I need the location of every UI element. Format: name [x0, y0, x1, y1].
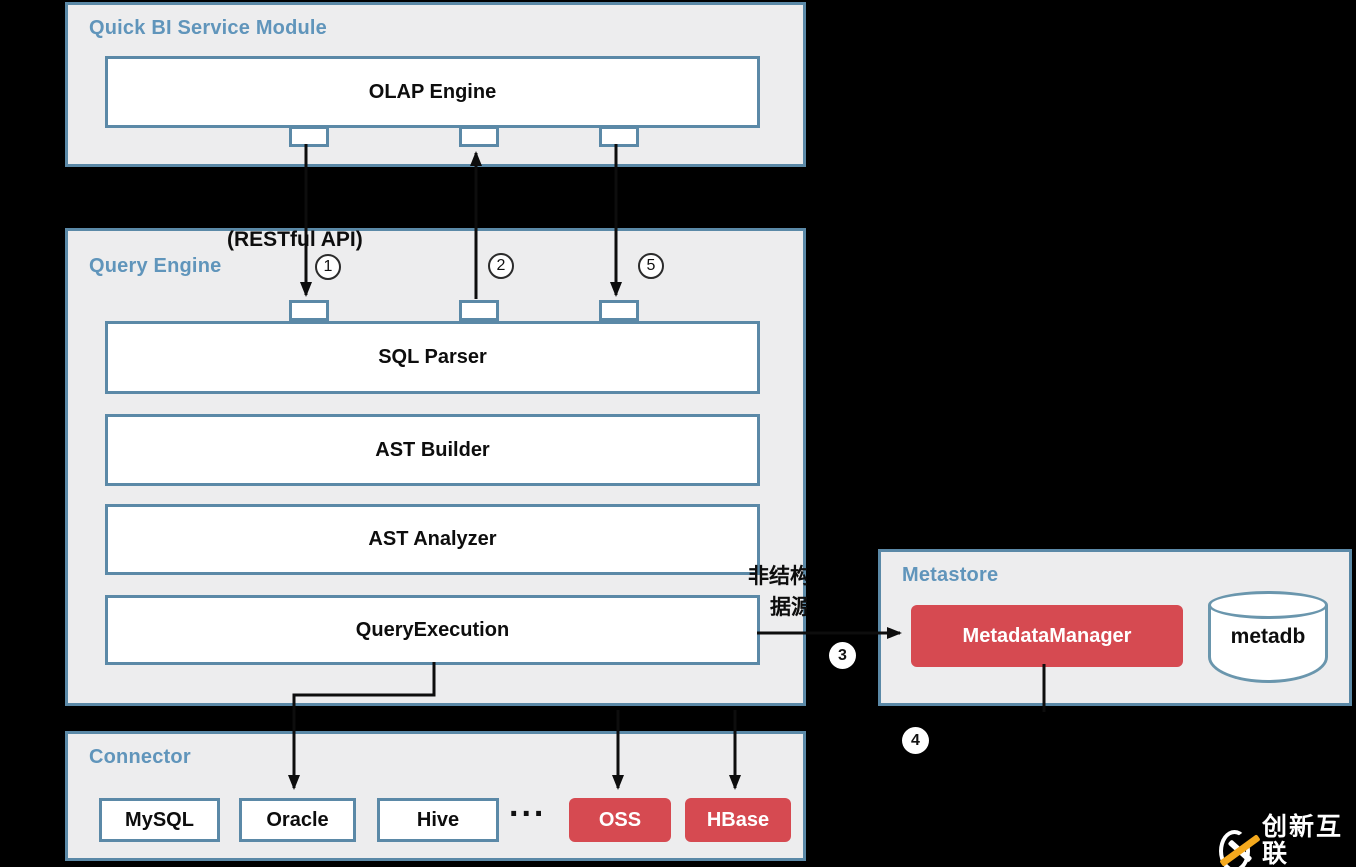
queryengine-port-3 — [599, 300, 639, 321]
step-5-badge: 5 — [638, 253, 664, 279]
oss-label: OSS — [598, 808, 642, 831]
ast-analyzer-label: AST Analyzer — [368, 528, 497, 550]
oracle-box: Oracle — [239, 798, 356, 842]
unstructured-datasource-label: 非结构 据源 — [748, 561, 807, 627]
metastore-panel: Metastore MetadataManager metadb — [878, 549, 1352, 706]
step-1-number: 1 — [323, 258, 333, 275]
chuangxin-hulian-logo: 创新互联 CHUANG XIN HU LIAN — [1216, 814, 1356, 867]
connector-panel: Connector MySQL Oracle Hive OSS HBase — [65, 731, 806, 861]
mysql-label: MySQL — [125, 808, 194, 831]
quickbi-service-module-panel: Quick BI Service Module OLAP Engine — [65, 2, 806, 167]
step-4-badge: 4 — [902, 727, 929, 754]
hive-label: Hive — [416, 808, 460, 831]
metastore-panel-title: Metastore — [902, 564, 999, 586]
logo-text: 创新互联 CHUANG XIN HU LIAN — [1262, 814, 1356, 867]
restful-api-label: (RESTful API) — [227, 228, 363, 251]
sql-parser-box: SQL Parser — [105, 321, 760, 394]
oss-box: OSS — [569, 798, 671, 842]
unstructured-label-line1: 非结构 — [748, 565, 807, 588]
hive-box: Hive — [377, 798, 499, 842]
connector-panel-title: Connector — [89, 746, 191, 768]
query-execution-label: QueryExecution — [355, 618, 510, 641]
queryengine-port-1 — [289, 300, 329, 321]
query-execution-box: QueryExecution — [105, 595, 760, 665]
hbase-label: HBase — [706, 808, 770, 831]
ast-analyzer-box: AST Analyzer — [105, 504, 760, 575]
metadb-cylinder: metadb — [1208, 591, 1328, 683]
sql-parser-label: SQL Parser — [378, 346, 487, 368]
cx-logo-icon — [1216, 826, 1261, 867]
step-3-badge: 3 — [829, 642, 856, 669]
olap-engine-box: OLAP Engine — [105, 56, 760, 128]
ast-builder-box: AST Builder — [105, 414, 760, 486]
ast-builder-label: AST Builder — [375, 438, 490, 461]
metadata-manager-box: MetadataManager — [911, 605, 1183, 667]
olap-engine-label: OLAP Engine — [368, 80, 497, 103]
oracle-label: Oracle — [266, 808, 329, 831]
olap-port-1 — [289, 126, 329, 147]
query-engine-panel-title: Query Engine — [89, 255, 222, 277]
quickbi-panel-title: Quick BI Service Module — [89, 17, 328, 39]
step-4-number: 4 — [911, 731, 920, 749]
queryengine-port-2 — [459, 300, 499, 321]
step-3-number: 3 — [838, 646, 847, 664]
hbase-box: HBase — [685, 798, 791, 842]
metadb-cylinder-top — [1208, 591, 1328, 619]
more-sources-ellipsis: ... — [509, 786, 547, 824]
step-5-number: 5 — [646, 257, 656, 274]
metadata-manager-label: MetadataManager — [962, 624, 1132, 647]
metadb-label: metadb — [1230, 625, 1306, 648]
logo-name: 创新互联 — [1262, 813, 1344, 867]
query-engine-panel: Query Engine SQL Parser AST Builder AST … — [65, 228, 806, 706]
step-1-badge: 1 — [315, 254, 341, 280]
olap-port-3 — [599, 126, 639, 147]
unstructured-label-line2: 据源 — [770, 596, 807, 619]
step-2-number: 2 — [496, 257, 506, 274]
olap-port-2 — [459, 126, 499, 147]
mysql-box: MySQL — [99, 798, 220, 842]
step-2-badge: 2 — [488, 253, 514, 279]
